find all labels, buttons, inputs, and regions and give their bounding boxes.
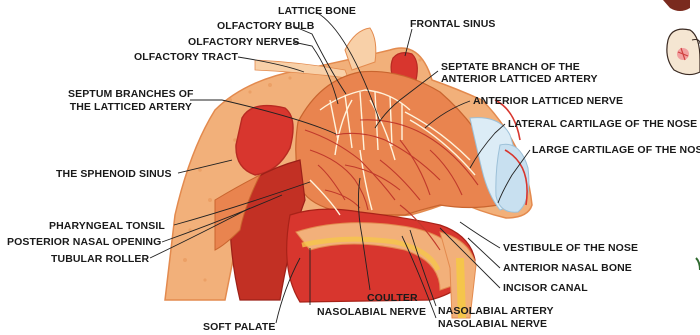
label-olfactory-nerves: OLFACTORY NERVES [188, 36, 300, 48]
label-septum-branches-line1: SEPTUM BRANCHES OF [68, 88, 192, 100]
label-septate-branch-line2: ANTERIOR LATTICED ARTERY [441, 73, 598, 85]
label-nasolabial-nerve-left: NASOLABIAL NERVE [317, 306, 426, 318]
label-anterior-nasal-bone: ANTERIOR NASAL BONE [503, 262, 632, 274]
label-posterior-nasal-opening: POSTERIOR NASAL OPENING [7, 236, 161, 248]
label-lateral-cartilage: LATERAL CARTILAGE OF THE NOSE [508, 118, 697, 130]
label-olfactory-tract: OLFACTORY TRACT [134, 51, 238, 63]
label-tubular-roller: TUBULAR ROLLER [51, 253, 149, 265]
label-incisor-canal: INCISOR CANAL [503, 282, 588, 294]
label-vestibule: VESTIBULE OF THE NOSE [503, 242, 638, 254]
label-nasolabial-nerve-right: NASOLABIAL NERVE [438, 318, 547, 330]
label-septum-branches-line2: THE LATTICED ARTERY [68, 101, 192, 113]
label-lattice-bone: LATTICE BONE [278, 5, 356, 17]
nasal-septum [296, 71, 499, 215]
label-olfactory-bulb: OLFACTORY BULB [217, 20, 314, 32]
label-frontal-sinus: FRONTAL SINUS [410, 18, 496, 30]
label-septate-branch-line1: SEPTATE BRANCH OF THE [441, 61, 580, 73]
label-large-cartilage: LARGE CARTILAGE OF THE NOSE [532, 144, 700, 156]
label-nasolabial-artery: NASOLABIAL ARTERY [438, 305, 554, 317]
label-pharyngeal-tonsil: PHARYNGEAL TONSIL [49, 220, 165, 232]
cartoon-character-icon [663, 0, 700, 270]
label-soft-palate: SOFT PALATE [203, 321, 275, 333]
label-anterior-latticed-nerve: ANTERIOR LATTICED NERVE [473, 95, 623, 107]
label-coulter: COULTER [367, 292, 418, 304]
label-sphenoid-sinus: THE SPHENOID SINUS [56, 168, 172, 180]
